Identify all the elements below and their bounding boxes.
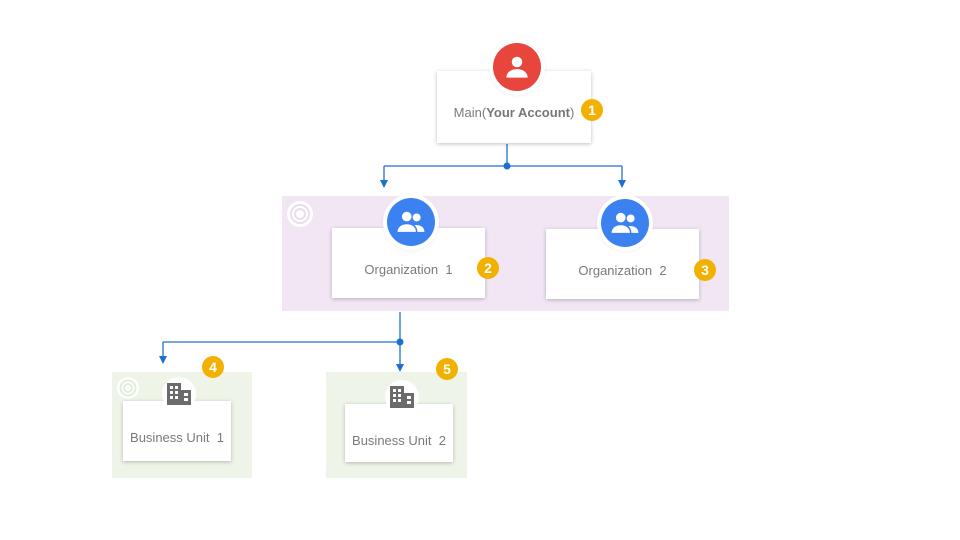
ring-icon bbox=[287, 201, 313, 227]
user-icon bbox=[506, 56, 528, 78]
business-unit-1-card[interactable]: Business Unit 1 bbox=[123, 401, 231, 461]
business-unit-2-label: Business Unit 2 bbox=[352, 432, 446, 448]
badge-1: 1 bbox=[581, 99, 603, 121]
building-icon bbox=[390, 386, 414, 408]
organization-1-label: Organization 1 bbox=[364, 261, 453, 277]
badge-5: 5 bbox=[436, 358, 458, 380]
group-icon bbox=[397, 211, 425, 232]
business-unit-1-label: Business Unit 1 bbox=[130, 429, 224, 445]
building-icon bbox=[167, 383, 191, 405]
organization-1-avatar bbox=[387, 198, 435, 246]
group-icon bbox=[611, 212, 639, 233]
organization-2-label: Organization 2 bbox=[578, 262, 667, 278]
business-unit-1-icon-wrap bbox=[162, 377, 196, 411]
connector-junction-main bbox=[503, 162, 511, 170]
badge-2: 2 bbox=[477, 257, 499, 279]
main-avatar bbox=[493, 43, 541, 91]
organization-2-avatar bbox=[601, 199, 649, 247]
main-account-label: Main(Your Account) bbox=[453, 104, 575, 120]
badge-4: 4 bbox=[202, 356, 224, 378]
business-unit-2-icon-wrap bbox=[385, 380, 419, 414]
connector-junction-org1 bbox=[396, 338, 404, 346]
badge-3: 3 bbox=[694, 259, 716, 281]
ring-icon bbox=[117, 377, 139, 399]
